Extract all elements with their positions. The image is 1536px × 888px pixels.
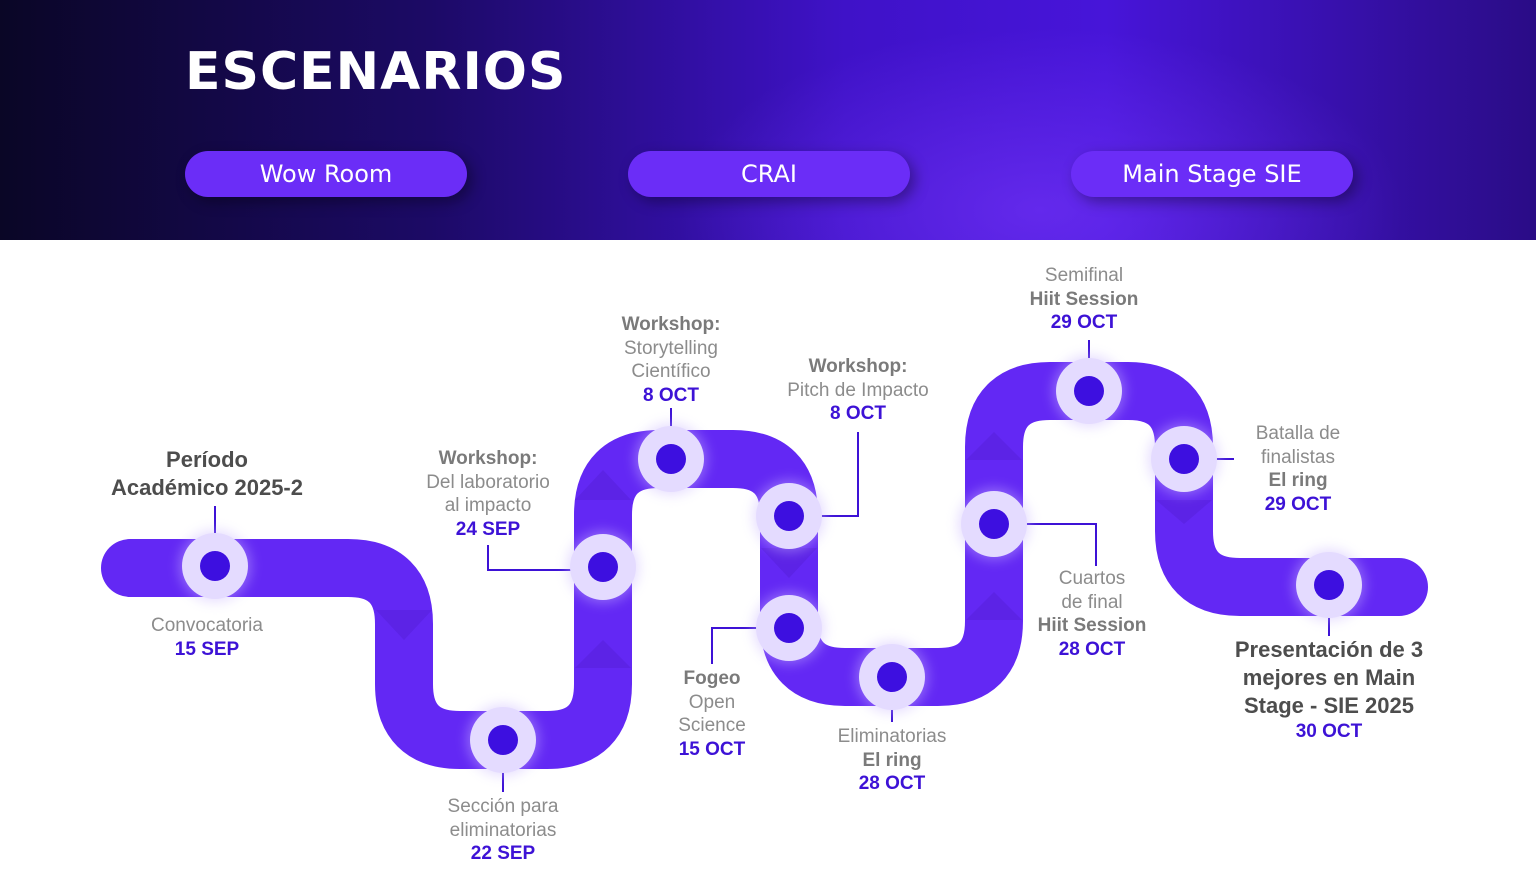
page-title: ESCENARIOS — [185, 42, 567, 102]
venue-pill-crai: CRAI — [628, 151, 910, 197]
milestone-text: de final — [1061, 591, 1123, 613]
connector-cuartos — [1022, 523, 1097, 566]
milestone-text: Pitch de Impacto — [787, 379, 929, 401]
milestone-date: 29 OCT — [1264, 493, 1332, 515]
milestone-heading: Workshop: — [621, 314, 721, 335]
milestone-text: Storytelling — [624, 337, 718, 359]
milestone-date: 8 OCT — [830, 403, 886, 424]
node-storytelling — [635, 423, 707, 495]
node-semifinal — [1053, 355, 1125, 427]
node-cuartos — [958, 488, 1030, 560]
milestone-workshop-lab: Workshop: Del laboratorio al impacto 24 … — [378, 447, 598, 541]
connector-pitch — [816, 432, 859, 517]
venue-pill-wow-room: Wow Room — [185, 151, 467, 197]
milestone-text: Cuartos — [1058, 568, 1126, 589]
milestone-fogeo: Fogeo Open Science 15 OCT — [632, 667, 792, 761]
finale-title-line: mejores en Main — [1242, 665, 1416, 690]
milestone-pitch: Workshop: Pitch de Impacto 8 OCT — [748, 355, 968, 426]
connector-workshop-lab — [487, 545, 575, 571]
milestone-convocatoria: Convocatoria 15 SEP — [107, 614, 307, 661]
milestone-eliminatorias: Eliminatorias El ring 28 OCT — [792, 725, 992, 796]
milestone-text: Open — [688, 691, 736, 713]
milestone-venue: El ring — [1268, 470, 1328, 491]
milestone-text: Batalla de — [1255, 423, 1341, 444]
venue-pill-main-stage: Main Stage SIE — [1071, 151, 1353, 197]
milestone-text: Eliminatorias — [837, 726, 947, 747]
milestone-text: Convocatoria — [151, 615, 263, 636]
route-shading — [376, 432, 1212, 668]
milestone-cuartos: Cuartos de final Hiit Session 28 OCT — [1002, 567, 1182, 661]
milestone-heading: Workshop: — [438, 448, 538, 469]
start-label: Período Académico 2025-2 — [66, 446, 348, 502]
milestone-text: Semifinal — [1044, 265, 1124, 286]
milestone-venue: Hiit Session — [1037, 615, 1147, 636]
milestone-date: 29 OCT — [1050, 312, 1118, 333]
milestone-date: 28 OCT — [1058, 638, 1126, 660]
milestone-sec-eliminatorias: Sección para eliminatorias 22 SEP — [393, 795, 613, 866]
timeline-nodes — [179, 355, 1365, 776]
milestone-date: 15 SEP — [174, 638, 240, 660]
node-sec-eliminatorias — [467, 704, 539, 776]
milestone-date: 8 OCT — [643, 384, 699, 406]
milestone-text: Sección para — [447, 796, 559, 817]
milestone-text: eliminatorias — [449, 819, 557, 841]
finale-title-line: Presentación de 3 — [1234, 637, 1424, 662]
finale-label: Presentación de 3 mejores en Main Stage … — [1179, 636, 1479, 744]
milestone-date: 15 OCT — [678, 738, 746, 760]
milestone-date: 24 SEP — [455, 518, 521, 540]
node-start — [179, 530, 251, 602]
finale-title-line: Stage - SIE 2025 — [1244, 693, 1414, 718]
finale-date: 30 OCT — [1295, 721, 1363, 742]
start-title-line: Académico 2025-2 — [111, 475, 303, 500]
node-fogeo — [753, 592, 825, 664]
node-eliminatorias — [856, 641, 928, 713]
milestone-semifinal: Semifinal Hiit Session 29 OCT — [994, 264, 1174, 335]
milestone-text: Fogeo — [683, 668, 741, 689]
milestone-heading: Workshop: — [808, 356, 908, 377]
milestone-text: Del laboratorio — [426, 471, 550, 493]
milestone-text: Science — [678, 715, 746, 736]
milestone-venue: Hiit Session — [1029, 288, 1139, 310]
node-workshop-lab — [567, 531, 639, 603]
milestone-batalla: Batalla de finalistas El ring 29 OCT — [1218, 422, 1378, 516]
node-finale — [1293, 549, 1365, 621]
milestone-date: 22 SEP — [470, 843, 536, 864]
milestone-text: Científico — [631, 361, 711, 382]
header-banner: ESCENARIOS Wow Room CRAI Main Stage SIE — [0, 0, 1536, 240]
node-batalla — [1148, 423, 1220, 495]
milestone-storytelling: Workshop: Storytelling Científico 8 OCT — [571, 313, 771, 407]
milestone-text: finalistas — [1261, 446, 1335, 468]
milestone-text: al impacto — [444, 495, 532, 516]
milestone-date: 28 OCT — [858, 773, 926, 794]
node-pitch — [753, 480, 825, 552]
start-title-line: Período — [166, 447, 248, 472]
connector-fogeo — [711, 627, 761, 664]
milestone-venue: El ring — [862, 749, 922, 771]
